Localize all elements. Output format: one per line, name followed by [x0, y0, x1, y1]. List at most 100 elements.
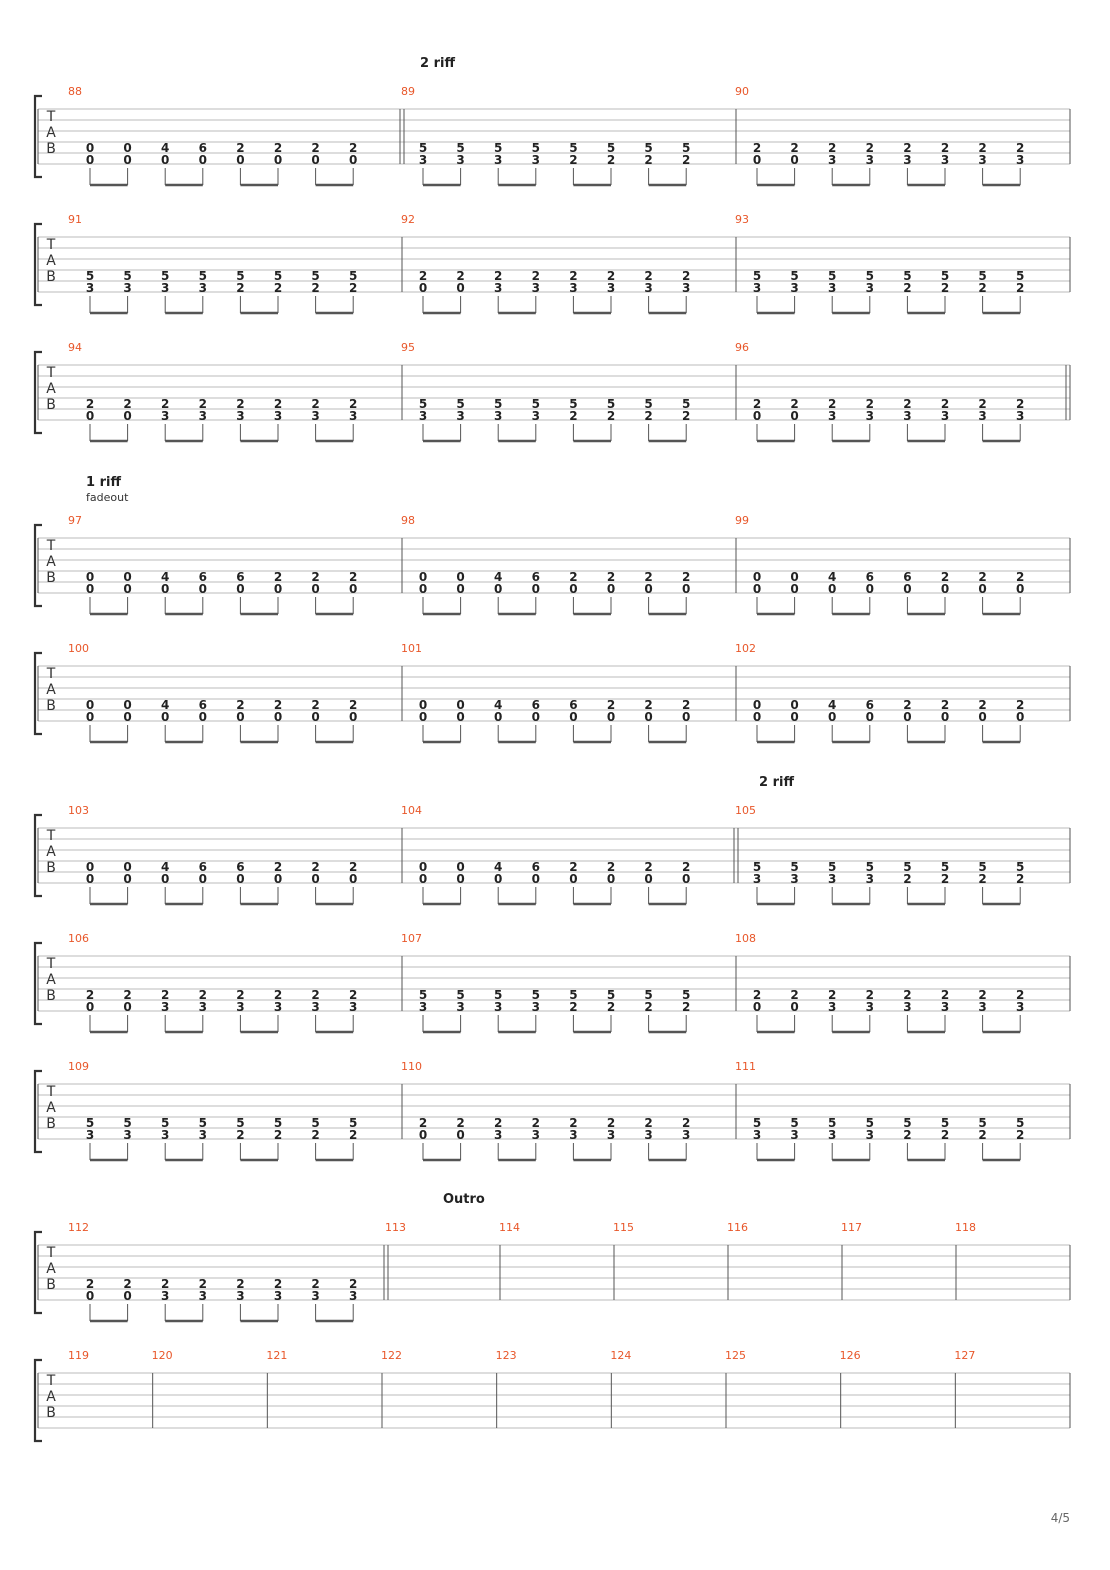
fret-number: 5 — [828, 1116, 836, 1130]
fret-number: 2 — [86, 1277, 94, 1291]
fret-number: 0 — [86, 153, 94, 167]
fret-number: 3 — [274, 409, 282, 423]
measure-number: 89 — [401, 85, 415, 98]
fret-number: 2 — [903, 141, 911, 155]
fret-number: 3 — [419, 1000, 427, 1014]
fret-number: 5 — [123, 269, 131, 283]
fret-number: 2 — [941, 698, 949, 712]
fret-number: 2 — [828, 988, 836, 1002]
measure-number: 127 — [954, 1349, 975, 1362]
fret-number: 0 — [941, 710, 949, 724]
fret-number: 0 — [123, 409, 131, 423]
fret-number: 2 — [569, 269, 577, 283]
fret-number: 2 — [828, 141, 836, 155]
fret-number: 3 — [419, 409, 427, 423]
fret-number: 2 — [236, 397, 244, 411]
fret-number: 2 — [311, 570, 319, 584]
fret-number: 0 — [682, 710, 690, 724]
fret-number: 0 — [86, 582, 94, 596]
fret-number: 0 — [161, 872, 169, 886]
fret-number: 0 — [161, 582, 169, 596]
fret-number: 3 — [349, 1289, 357, 1303]
fret-number: 3 — [532, 153, 540, 167]
fret-number: 2 — [349, 1128, 357, 1142]
fret-number: 3 — [494, 153, 502, 167]
fret-number: 2 — [311, 397, 319, 411]
tab-clef-letter: A — [46, 554, 56, 570]
tab-clef-letter: B — [46, 860, 56, 876]
fret-number: 0 — [161, 153, 169, 167]
fret-number: 0 — [532, 872, 540, 886]
fret-number: 5 — [682, 988, 690, 1002]
fret-number: 3 — [236, 1000, 244, 1014]
fret-number: 0 — [349, 710, 357, 724]
fret-number: 0 — [456, 710, 464, 724]
fret-number: 0 — [86, 860, 94, 874]
fret-number: 2 — [644, 698, 652, 712]
fret-number: 2 — [419, 1116, 427, 1130]
fret-number: 5 — [753, 269, 761, 283]
fret-number: 3 — [941, 409, 949, 423]
fret-number: 2 — [123, 1277, 131, 1291]
fret-number: 3 — [866, 153, 874, 167]
tab-clef-letter: T — [46, 538, 56, 554]
fret-number: 0 — [311, 153, 319, 167]
system-bracket — [33, 350, 42, 435]
fret-number: 0 — [753, 698, 761, 712]
measure-number: 97 — [68, 514, 82, 527]
fret-number: 5 — [828, 860, 836, 874]
fret-number: 2 — [753, 141, 761, 155]
fret-number: 5 — [790, 860, 798, 874]
fret-number: 6 — [532, 860, 540, 874]
fret-number: 2 — [978, 397, 986, 411]
tab-clef-letter: A — [46, 844, 56, 860]
fret-number: 0 — [419, 710, 427, 724]
fret-number: 2 — [941, 570, 949, 584]
fret-number: 0 — [274, 153, 282, 167]
fret-number: 5 — [941, 1116, 949, 1130]
system-bracket — [33, 523, 42, 608]
fret-number: 2 — [607, 570, 615, 584]
fret-number: 2 — [903, 281, 911, 295]
fret-number: 0 — [790, 698, 798, 712]
fret-number: 0 — [419, 860, 427, 874]
fret-number: 3 — [161, 281, 169, 295]
fret-number: 0 — [456, 582, 464, 596]
measure-number: 113 — [385, 1221, 406, 1234]
fret-number: 2 — [494, 269, 502, 283]
fret-number: 0 — [753, 582, 761, 596]
fret-number: 0 — [123, 872, 131, 886]
fret-number: 5 — [456, 988, 464, 1002]
system-bracket — [33, 1358, 42, 1443]
measure-number: 117 — [841, 1221, 862, 1234]
tab-clef-letter: B — [46, 1277, 56, 1293]
fret-number: 3 — [607, 1128, 615, 1142]
system-bracket — [33, 651, 42, 736]
fret-number: 3 — [349, 409, 357, 423]
fret-number: 0 — [607, 872, 615, 886]
fret-number: 0 — [866, 710, 874, 724]
fret-number: 3 — [903, 409, 911, 423]
fret-number: 5 — [941, 860, 949, 874]
fret-number: 2 — [532, 1116, 540, 1130]
fret-number: 2 — [419, 269, 427, 283]
fret-number: 0 — [199, 872, 207, 886]
fret-number: 2 — [569, 409, 577, 423]
fret-number: 5 — [644, 141, 652, 155]
fret-number: 2 — [1016, 698, 1024, 712]
fret-number: 3 — [644, 281, 652, 295]
fret-number: 4 — [828, 698, 836, 712]
fret-number: 0 — [790, 1000, 798, 1014]
fret-number: 2 — [607, 1000, 615, 1014]
fret-number: 3 — [828, 409, 836, 423]
fret-number: 3 — [828, 281, 836, 295]
fret-number: 5 — [236, 1116, 244, 1130]
fret-number: 2 — [236, 141, 244, 155]
fret-number: 0 — [790, 409, 798, 423]
fret-number: 3 — [123, 1128, 131, 1142]
tab-clef-letter: A — [46, 972, 56, 988]
fret-number: 2 — [941, 1128, 949, 1142]
measure-number: 110 — [401, 1060, 422, 1073]
fret-number: 2 — [199, 1277, 207, 1291]
fret-number: 3 — [161, 1128, 169, 1142]
